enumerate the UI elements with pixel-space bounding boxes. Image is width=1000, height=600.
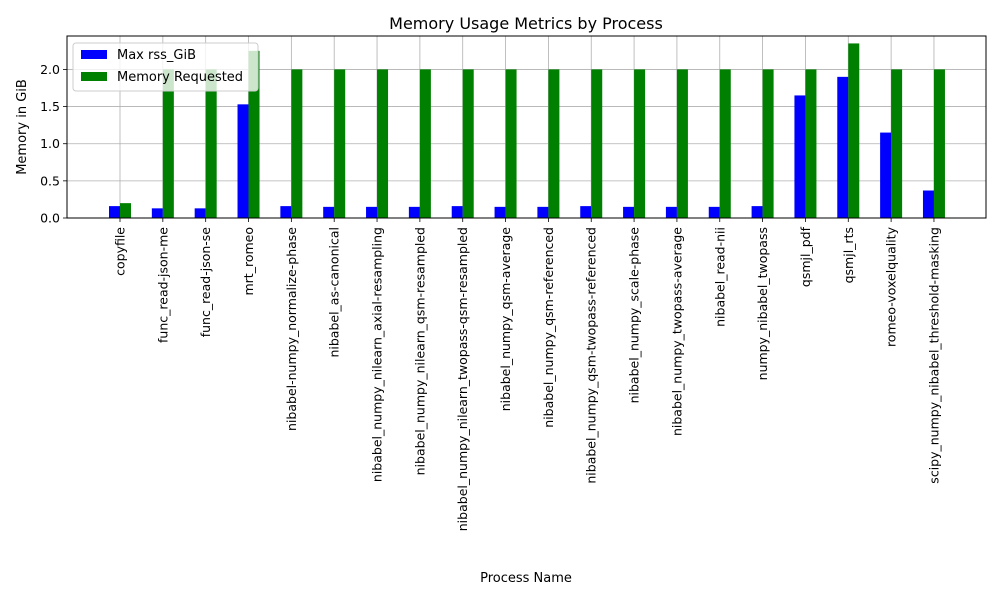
bar-memory-requested bbox=[933, 69, 945, 218]
bar-max-rss bbox=[194, 208, 206, 218]
bar-memory-requested bbox=[505, 69, 517, 218]
legend-swatch bbox=[81, 72, 107, 81]
x-tick-label: nibabel_numpy_nilearn_qsm-resampled bbox=[412, 227, 427, 475]
x-tick-label: nibabel_numpy_twopass-average bbox=[669, 227, 684, 436]
bar-max-rss bbox=[451, 206, 463, 218]
bars bbox=[109, 43, 945, 218]
bar-max-rss bbox=[237, 104, 249, 218]
bar-memory-requested bbox=[548, 69, 560, 218]
chart-title: Memory Usage Metrics by Process bbox=[389, 14, 663, 33]
bar-memory-requested bbox=[719, 69, 731, 218]
x-tick-label: numpy_nibabel_twopass bbox=[755, 227, 770, 380]
bar-max-rss bbox=[880, 132, 892, 218]
bar-max-rss bbox=[751, 206, 763, 218]
x-axis: copyfile func_read-json-me func_read-json-… bbox=[113, 218, 941, 531]
bar-memory-requested bbox=[462, 69, 474, 218]
bar-max-rss bbox=[708, 206, 720, 218]
y-tick-label: 1.5 bbox=[40, 99, 60, 114]
x-tick-label: func_read-json-se bbox=[198, 227, 213, 338]
bar-max-rss bbox=[280, 206, 292, 218]
bar-max-rss bbox=[109, 206, 120, 218]
y-axis: 0.0 0.5 1.0 1.5 2.0 bbox=[40, 62, 67, 226]
bar-max-rss bbox=[408, 206, 420, 218]
bar-max-rss bbox=[623, 206, 635, 218]
bar-memory-requested bbox=[162, 69, 174, 218]
x-tick-label: nibabel_numpy_qsm-referenced bbox=[541, 227, 556, 428]
legend: Max rss_GiB Memory Requested bbox=[72, 42, 259, 92]
x-tick-label: func_read-json-me bbox=[155, 227, 170, 343]
y-tick-label: 0.5 bbox=[40, 173, 60, 188]
x-tick-label: nibabel_read-nii bbox=[712, 227, 727, 327]
x-tick-label: romeo-voxelquality bbox=[884, 226, 899, 347]
bar-memory-requested bbox=[762, 69, 774, 218]
bar-max-rss bbox=[580, 206, 592, 218]
bar-max-rss bbox=[837, 76, 849, 218]
bar-memory-requested bbox=[891, 69, 903, 218]
bar-memory-requested bbox=[419, 69, 431, 218]
bar-memory-requested bbox=[591, 69, 603, 218]
x-tick-label: nibabel_numpy_qsm-average bbox=[498, 227, 513, 412]
legend-label: Max rss_GiB bbox=[117, 48, 196, 63]
legend-swatch bbox=[81, 50, 107, 59]
bar-max-rss bbox=[665, 206, 677, 218]
bar-memory-requested bbox=[377, 69, 389, 218]
bar-memory-requested bbox=[205, 69, 217, 218]
x-axis-label: Process Name bbox=[480, 571, 572, 586]
x-tick-label: qsmjl_pdf bbox=[798, 226, 813, 287]
x-tick-label: qsmjl_rts bbox=[841, 227, 856, 283]
bar-max-rss bbox=[151, 208, 163, 218]
x-tick-label: nibabel_as-canonical bbox=[327, 227, 342, 358]
x-tick-label: copyfile bbox=[113, 227, 128, 276]
x-tick-label: nibabel_numpy_qsm-twopass-referenced bbox=[584, 227, 599, 484]
bar-memory-requested bbox=[805, 69, 817, 218]
bar-max-rss bbox=[922, 190, 934, 218]
bar-memory-requested bbox=[291, 69, 303, 218]
x-tick-label: scipy_numpy_nibabel_threshold-masking bbox=[926, 227, 941, 484]
bar-memory-requested bbox=[634, 69, 646, 218]
bar-memory-requested bbox=[676, 69, 688, 218]
bar-memory-requested bbox=[120, 203, 131, 218]
x-tick-label: nibabel-numpy_normalize-phase bbox=[284, 227, 299, 431]
x-tick-label: nibabel_numpy_scale-phase bbox=[627, 227, 642, 404]
y-tick-label: 2.0 bbox=[40, 62, 60, 77]
bar-memory-requested bbox=[334, 69, 346, 218]
y-axis-label: Memory in GiB bbox=[15, 79, 30, 175]
bar-memory-requested bbox=[248, 50, 260, 218]
bar-max-rss bbox=[537, 206, 549, 218]
legend-label: Memory Requested bbox=[117, 70, 243, 85]
bar-max-rss bbox=[366, 206, 378, 218]
bar-memory-requested bbox=[848, 43, 860, 218]
x-tick-label: mrt_romeo bbox=[241, 227, 256, 295]
y-tick-label: 0.0 bbox=[40, 211, 60, 226]
x-tick-label: nibabel_numpy_nilearn_twopass-qsm-resamp… bbox=[455, 227, 470, 531]
plot-frame bbox=[66, 35, 987, 219]
y-tick-label: 1.0 bbox=[40, 136, 60, 151]
legend-box bbox=[72, 42, 259, 92]
bar-max-rss bbox=[323, 206, 335, 218]
bar-max-rss bbox=[494, 206, 506, 218]
x-tick-label: nibabel_numpy_nilearn_axial-resampling bbox=[370, 227, 385, 482]
bar-max-rss bbox=[794, 95, 806, 218]
